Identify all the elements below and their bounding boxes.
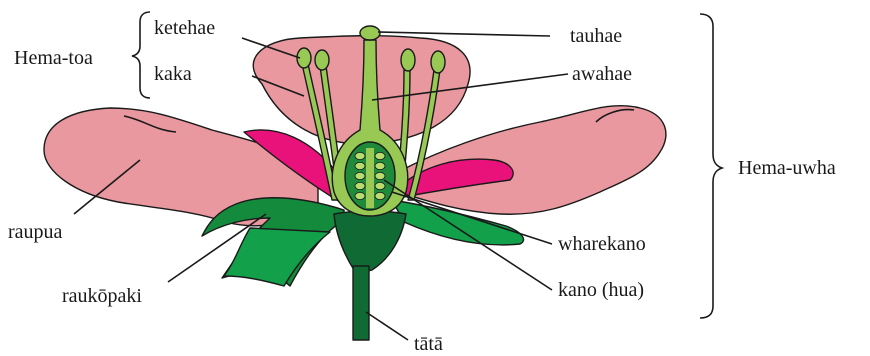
leader-tata bbox=[366, 312, 408, 340]
label-hema-uwha: Hema-uwha bbox=[738, 157, 836, 179]
label-tata: tātā bbox=[414, 333, 443, 355]
ovary-septum bbox=[366, 148, 374, 208]
ovule bbox=[375, 152, 385, 159]
label-kaka: kaka bbox=[154, 63, 192, 85]
stamen-anther-left-2 bbox=[315, 50, 329, 70]
leader-tauhae bbox=[378, 32, 550, 36]
ovule bbox=[355, 172, 365, 179]
label-wharekano: wharekano bbox=[558, 233, 646, 255]
label-tauhae: tauhae bbox=[570, 25, 622, 47]
label-awahae: awahae bbox=[572, 63, 632, 85]
ovule bbox=[355, 182, 365, 189]
ovule bbox=[355, 192, 365, 199]
ovule bbox=[355, 162, 365, 169]
left-sepal-edge bbox=[224, 228, 330, 286]
stigma bbox=[360, 26, 380, 40]
stamen-anther-right-1 bbox=[401, 49, 415, 71]
ovule bbox=[375, 162, 385, 169]
ovule bbox=[375, 192, 385, 199]
ovule bbox=[375, 182, 385, 189]
label-hema-toa: Hema-toa bbox=[14, 47, 93, 69]
stamen-anther-right-2 bbox=[431, 51, 445, 73]
ovule bbox=[355, 152, 365, 159]
hema-uwha-brace bbox=[700, 14, 722, 318]
receptacle bbox=[334, 211, 406, 272]
ovule bbox=[375, 172, 385, 179]
hema-toa-brace bbox=[132, 12, 150, 98]
label-raukopaki: raukōpaki bbox=[62, 285, 142, 307]
label-kano-hua: kano (hua) bbox=[558, 279, 644, 301]
label-ketehae: ketehae bbox=[154, 17, 215, 39]
label-raupua: raupua bbox=[8, 221, 63, 243]
stem bbox=[353, 266, 369, 340]
